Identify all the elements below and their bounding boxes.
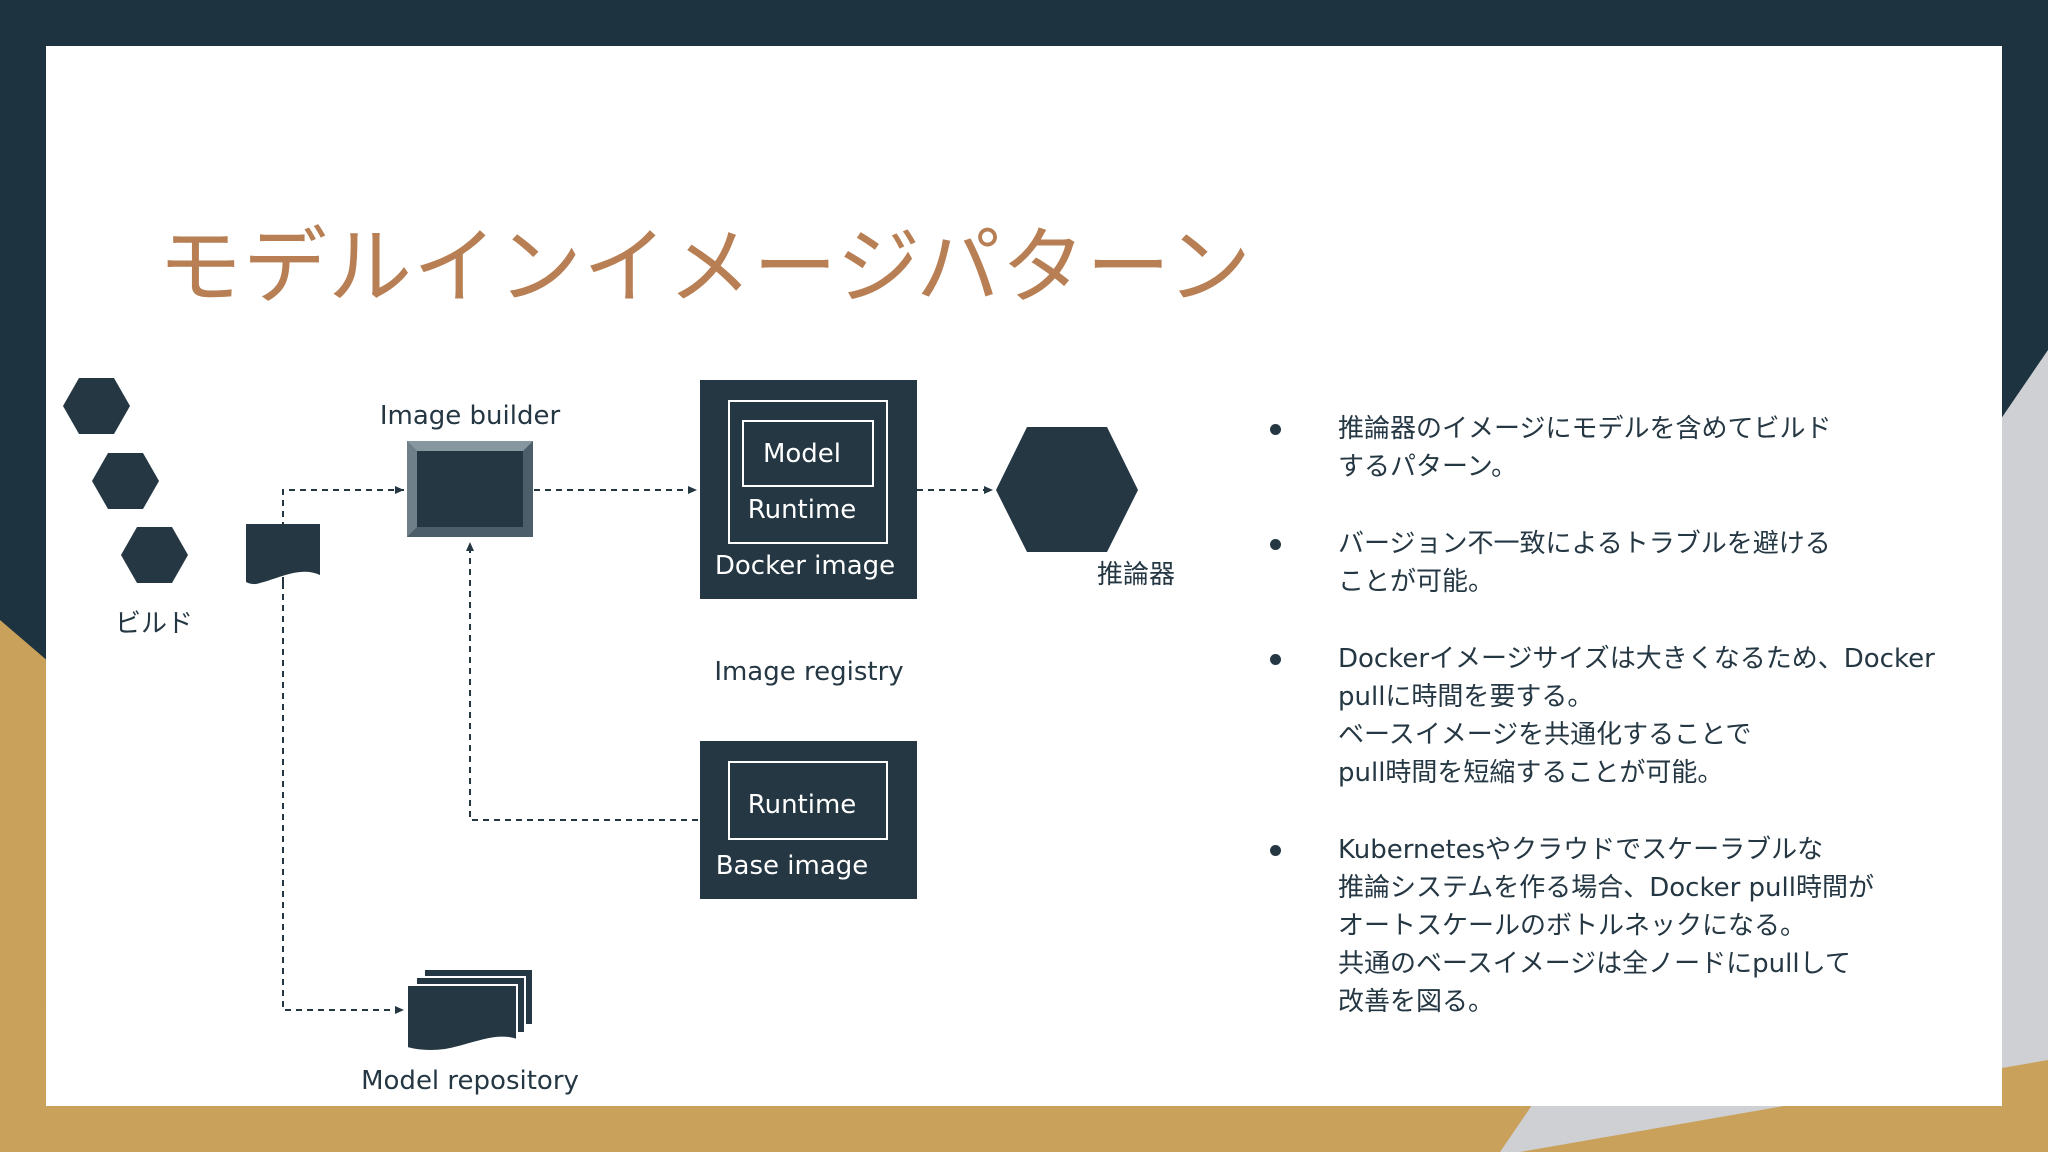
bullet-text: Dockerイメージサイズは大きくなるため、Docker pullに時間を要する…: [1338, 644, 1935, 788]
bullet-dot: [1270, 539, 1281, 550]
image-builder-box: [417, 451, 523, 527]
model-repository-label: Model repository: [361, 1066, 579, 1096]
bullet-text: バージョン不一致によるトラブルを避ける ことが可能。: [1338, 529, 1831, 597]
bullet-item: 推論器のイメージにモデルを含めてビルド するパターン。: [1260, 410, 1960, 486]
inference-hexagon: [996, 427, 1138, 552]
slide-card: [46, 46, 2002, 1106]
document-icon: [246, 524, 320, 585]
connector-base-image-to-builder: [466, 542, 698, 821]
docker-model-frame: [742, 420, 874, 487]
bullet-list: 推論器のイメージにモデルを含めてビルド するパターン。 バージョン不一致によるト…: [1260, 410, 1960, 1060]
inference-label: 推論器: [1097, 560, 1175, 590]
bullet-dot: [1270, 424, 1281, 435]
image-registry-label: Image registry: [714, 657, 903, 687]
build-hexagon-1: [63, 378, 130, 434]
bullet-dot: [1270, 845, 1281, 856]
bullet-item: Dockerイメージサイズは大きくなるため、Docker pullに時間を要する…: [1260, 640, 1960, 792]
docker-runtime-label: Runtime: [748, 495, 857, 525]
base-image-label: Base image: [716, 851, 869, 881]
model-repository-icon: [406, 984, 518, 1053]
connector-document-to-repository: [282, 583, 404, 1014]
docker-runtime-frame: [728, 400, 888, 544]
image-builder-label: Image builder: [380, 401, 561, 431]
connector-document-to-builder: [282, 486, 404, 583]
slide-title: モデルインイメージパターン: [158, 218, 1253, 316]
docker-image-box: [700, 380, 917, 599]
docker-model-label: Model: [763, 439, 841, 469]
bullet-text: 推論器のイメージにモデルを含めてビルド するパターン。: [1338, 414, 1832, 482]
docker-image-label: Docker image: [715, 551, 895, 581]
build-label: ビルド: [115, 609, 193, 639]
build-hexagon-3: [121, 527, 188, 583]
bullet-item: Kubernetesやクラウドでスケーラブルな 推論システムを作る場合、Dock…: [1260, 831, 1960, 1021]
base-image-box: [700, 741, 917, 899]
base-runtime-frame: [728, 761, 888, 840]
bullet-item: バージョン不一致によるトラブルを避ける ことが可能。: [1260, 525, 1960, 601]
bullet-text: Kubernetesやクラウドでスケーラブルな 推論システムを作る場合、Dock…: [1338, 835, 1874, 1017]
bullet-dot: [1270, 654, 1281, 665]
build-hexagon-2: [92, 453, 159, 509]
base-runtime-label: Runtime: [748, 790, 857, 820]
